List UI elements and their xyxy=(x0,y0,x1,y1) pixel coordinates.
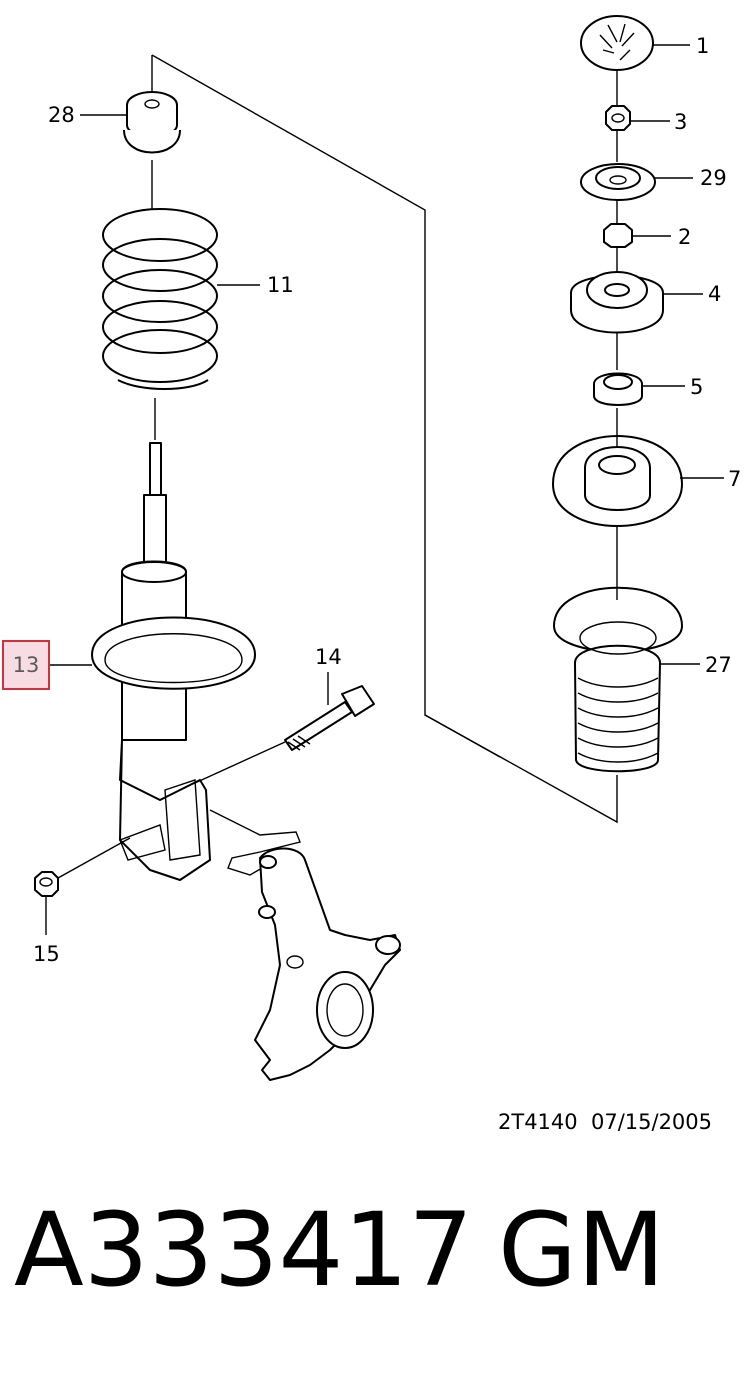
callout-1[interactable]: 1 xyxy=(696,34,709,58)
callout-14[interactable]: 14 xyxy=(315,645,342,669)
callout-5[interactable]: 5 xyxy=(690,375,703,399)
drawing-code: 2T4140 07/15/2005 xyxy=(498,1110,713,1134)
brand-name: GM xyxy=(498,1191,666,1310)
callout-11[interactable]: 11 xyxy=(267,273,294,297)
callout-13[interactable]: 13 xyxy=(12,653,40,677)
coil-spring-11-part[interactable] xyxy=(102,208,218,390)
spring-seat-7-part[interactable] xyxy=(552,435,683,527)
bolt-14-part[interactable] xyxy=(284,685,375,751)
callout-27[interactable]: 27 xyxy=(705,653,732,677)
part-number: A333417 xyxy=(14,1191,474,1310)
strut-mount-cap-part[interactable] xyxy=(580,15,654,71)
callout-2[interactable]: 2 xyxy=(678,225,691,249)
bushing-5-part[interactable] xyxy=(593,372,643,406)
flange-nut-3-part[interactable] xyxy=(605,105,631,131)
callout-7[interactable]: 7 xyxy=(728,467,741,491)
callout-15[interactable]: 15 xyxy=(33,942,60,966)
steering-knuckle-part[interactable] xyxy=(209,809,401,1081)
nut-2-part[interactable] xyxy=(603,223,633,248)
strut-13-part[interactable] xyxy=(91,442,256,881)
nut-15-part[interactable] xyxy=(34,871,59,897)
callout-4[interactable]: 4 xyxy=(708,282,721,306)
highlighted-callout-box[interactable] xyxy=(2,640,50,690)
bump-stop-28-part[interactable] xyxy=(123,91,181,154)
strut-bearing-4-part[interactable] xyxy=(570,271,664,334)
dust-boot-27-part[interactable] xyxy=(553,586,683,773)
callout-3[interactable]: 3 xyxy=(674,110,687,134)
callout-28[interactable]: 28 xyxy=(48,103,75,127)
washer-29-part[interactable] xyxy=(580,163,656,201)
callout-29[interactable]: 29 xyxy=(700,166,727,190)
assembly-bracket-lines xyxy=(151,54,618,824)
